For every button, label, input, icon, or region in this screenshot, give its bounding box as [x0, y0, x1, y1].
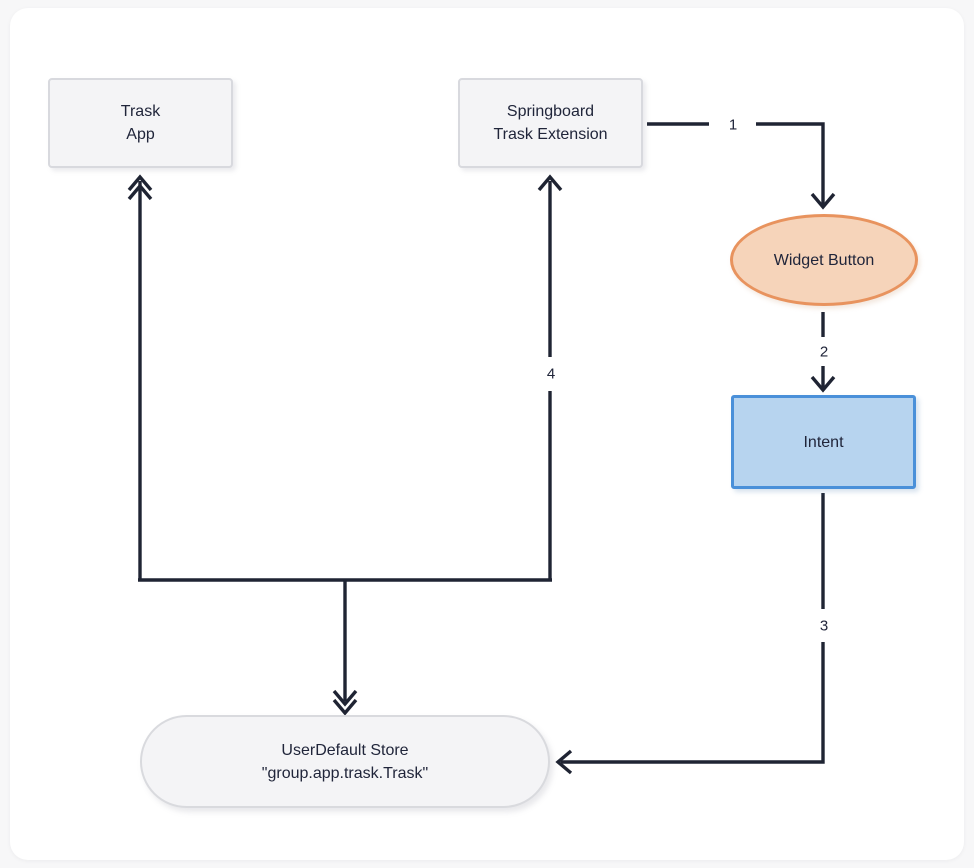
node-springboard-label-line1: Springboard	[506, 103, 595, 120]
node-trask-app-label-line2: App	[126, 126, 155, 143]
node-widget-button-label: Widget Button	[773, 251, 875, 269]
edge-label-2: 2	[819, 343, 829, 361]
node-intent: Intent	[731, 395, 916, 489]
node-userdefault-store: UserDefault Store "group.app.trask.Trask…	[140, 715, 550, 808]
node-intent-label: Intent	[803, 433, 844, 451]
edge-label-3: 3	[819, 617, 829, 635]
node-springboard-label-line2: Trask Extension	[493, 126, 608, 143]
node-trask-app-label-line1: Trask	[120, 103, 161, 120]
node-store-label-line1: UserDefault Store	[281, 741, 409, 759]
node-store-label-line2: "group.app.trask.Trask"	[261, 764, 429, 782]
edge-label-4: 4	[546, 365, 556, 383]
edge-label-1: 1	[728, 116, 738, 134]
node-widget-button: Widget Button	[730, 214, 918, 306]
node-springboard-trask-extension: Springboard Trask Extension	[458, 78, 643, 168]
node-trask-app: Trask App	[48, 78, 233, 168]
